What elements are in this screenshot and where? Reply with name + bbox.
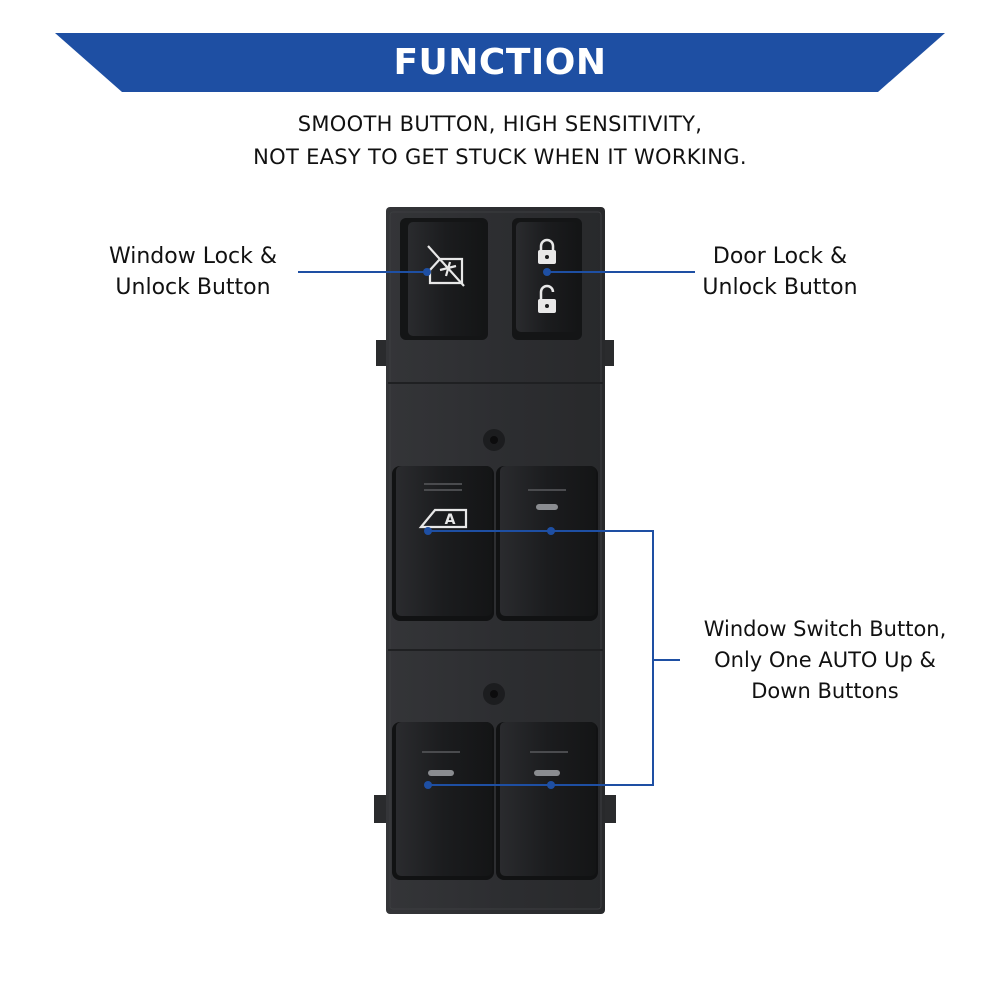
subtitle-line-2: NOT EASY TO GET STUCK WHEN IT WORKING. — [253, 145, 747, 169]
callout-window-lock-line2: Unlock Button — [115, 275, 271, 300]
window-lock-button[interactable] — [400, 218, 488, 340]
header-banner — [55, 33, 945, 92]
window-switch-front-left[interactable] — [392, 466, 494, 621]
callout-window-switch-line2: Only One AUTO Up & — [714, 648, 936, 672]
window-switch-rear-right[interactable] — [496, 722, 598, 880]
callout-window-switch: Window Switch Button, Only One AUTO Up &… — [680, 614, 970, 707]
unlock-icon — [538, 284, 556, 313]
callout-door-lock-line2: Unlock Button — [702, 275, 858, 300]
callout-dots — [423, 268, 555, 789]
lock-icon — [538, 238, 556, 264]
callout-door-lock: Door Lock & Unlock Button — [680, 241, 880, 303]
page-title: FUNCTION — [393, 42, 607, 83]
callout-window-lock: Window Lock & Unlock Button — [88, 241, 298, 303]
auto-label: A — [445, 512, 456, 528]
callout-window-switch-line1: Window Switch Button, — [703, 617, 947, 641]
window-switch-front-right[interactable] — [496, 466, 598, 621]
door-lock-button[interactable] — [512, 218, 582, 340]
auto-window-icon: A — [418, 508, 468, 529]
callout-window-switch-line3: Down Buttons — [751, 679, 899, 703]
callout-door-lock-line1: Door Lock & — [712, 244, 848, 269]
window-lock-icon — [427, 245, 465, 287]
callout-window-lock-line1: Window Lock & — [108, 244, 278, 269]
subtitle-line-1: SMOOTH BUTTON, HIGH SENSITIVITY, — [297, 112, 703, 136]
window-switch-rear-left[interactable] — [392, 722, 494, 880]
callout-lines — [298, 271, 695, 786]
